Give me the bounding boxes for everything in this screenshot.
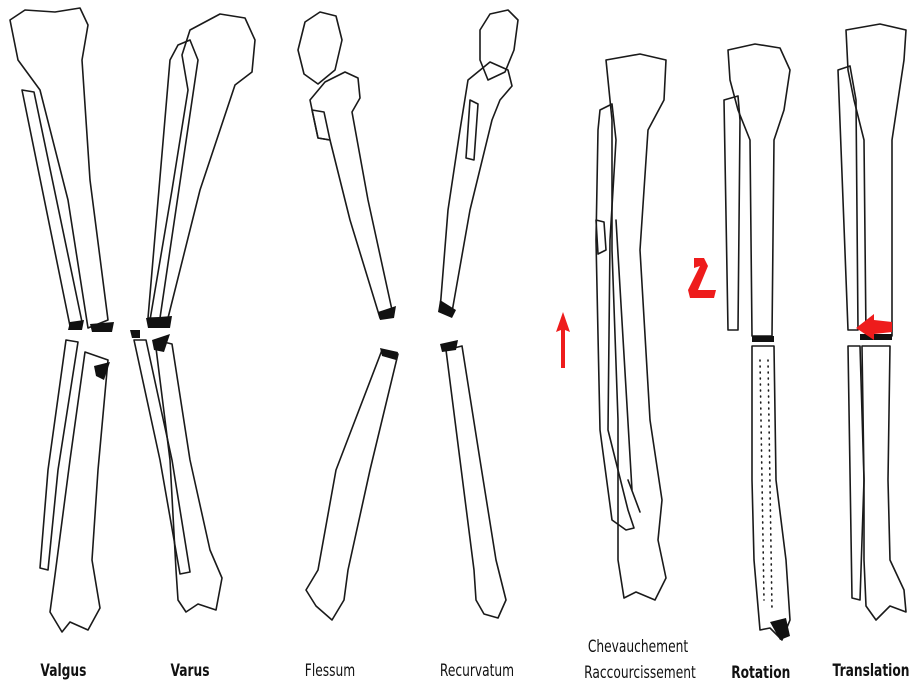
translation-fracture-mark	[860, 334, 892, 340]
label-rotation: Rotation	[731, 664, 789, 683]
chevauchement-figure	[596, 54, 666, 600]
label-raccourcissement: Raccourcissement	[582, 664, 697, 683]
varus-fibula-lower	[134, 340, 190, 574]
translation-tibia-lower	[862, 346, 906, 620]
recurvatum-fracture-mark	[438, 300, 458, 352]
rotation-tibia-upper	[728, 44, 790, 336]
recurvatum-tibia-lower	[446, 346, 506, 618]
varus-figure	[130, 14, 255, 612]
up-arrow-icon	[556, 312, 570, 368]
recurvatum-fibula-upper	[466, 100, 478, 160]
recurvatum-femur-condyle	[480, 10, 518, 80]
rotation-tibia-lower	[752, 346, 790, 640]
chevauchement-fibula-head	[596, 220, 606, 254]
valgus-figure	[10, 8, 114, 632]
translation-tibia-upper	[846, 24, 906, 336]
valgus-tibia-upper	[10, 8, 108, 328]
label-varus: Varus	[168, 662, 211, 681]
flessum-figure	[298, 12, 398, 620]
recurvatum-figure	[438, 10, 518, 618]
varus-fracture-mark	[130, 316, 172, 352]
translation-fibula-lower	[848, 346, 864, 600]
flessum-fibula-upper	[312, 110, 330, 140]
label-translation: Translation	[833, 662, 908, 681]
rotation-fibula-upper	[724, 96, 740, 330]
label-flessum: Flessum	[301, 662, 359, 681]
label-recurvatum: Recurvatum	[437, 662, 516, 681]
chevauchement-fragment-line	[616, 220, 640, 512]
flessum-femur-condyle	[298, 12, 342, 84]
rotation-arrow-icon	[688, 258, 716, 298]
label-chevauchement: Chevauchement	[588, 638, 689, 657]
flessum-tibia-upper	[310, 72, 392, 318]
recurvatum-tibia-upper	[440, 62, 512, 312]
flessum-tibia-lower	[306, 350, 398, 620]
flessum-fracture-mark	[378, 306, 398, 360]
valgus-fibula-lower	[40, 340, 78, 570]
varus-tibia-lower	[155, 340, 222, 612]
rotation-figure	[724, 44, 790, 640]
rotation-dotted-shading	[760, 360, 772, 610]
valgus-fibula-upper	[22, 90, 82, 326]
label-valgus: Valgus	[40, 662, 83, 681]
